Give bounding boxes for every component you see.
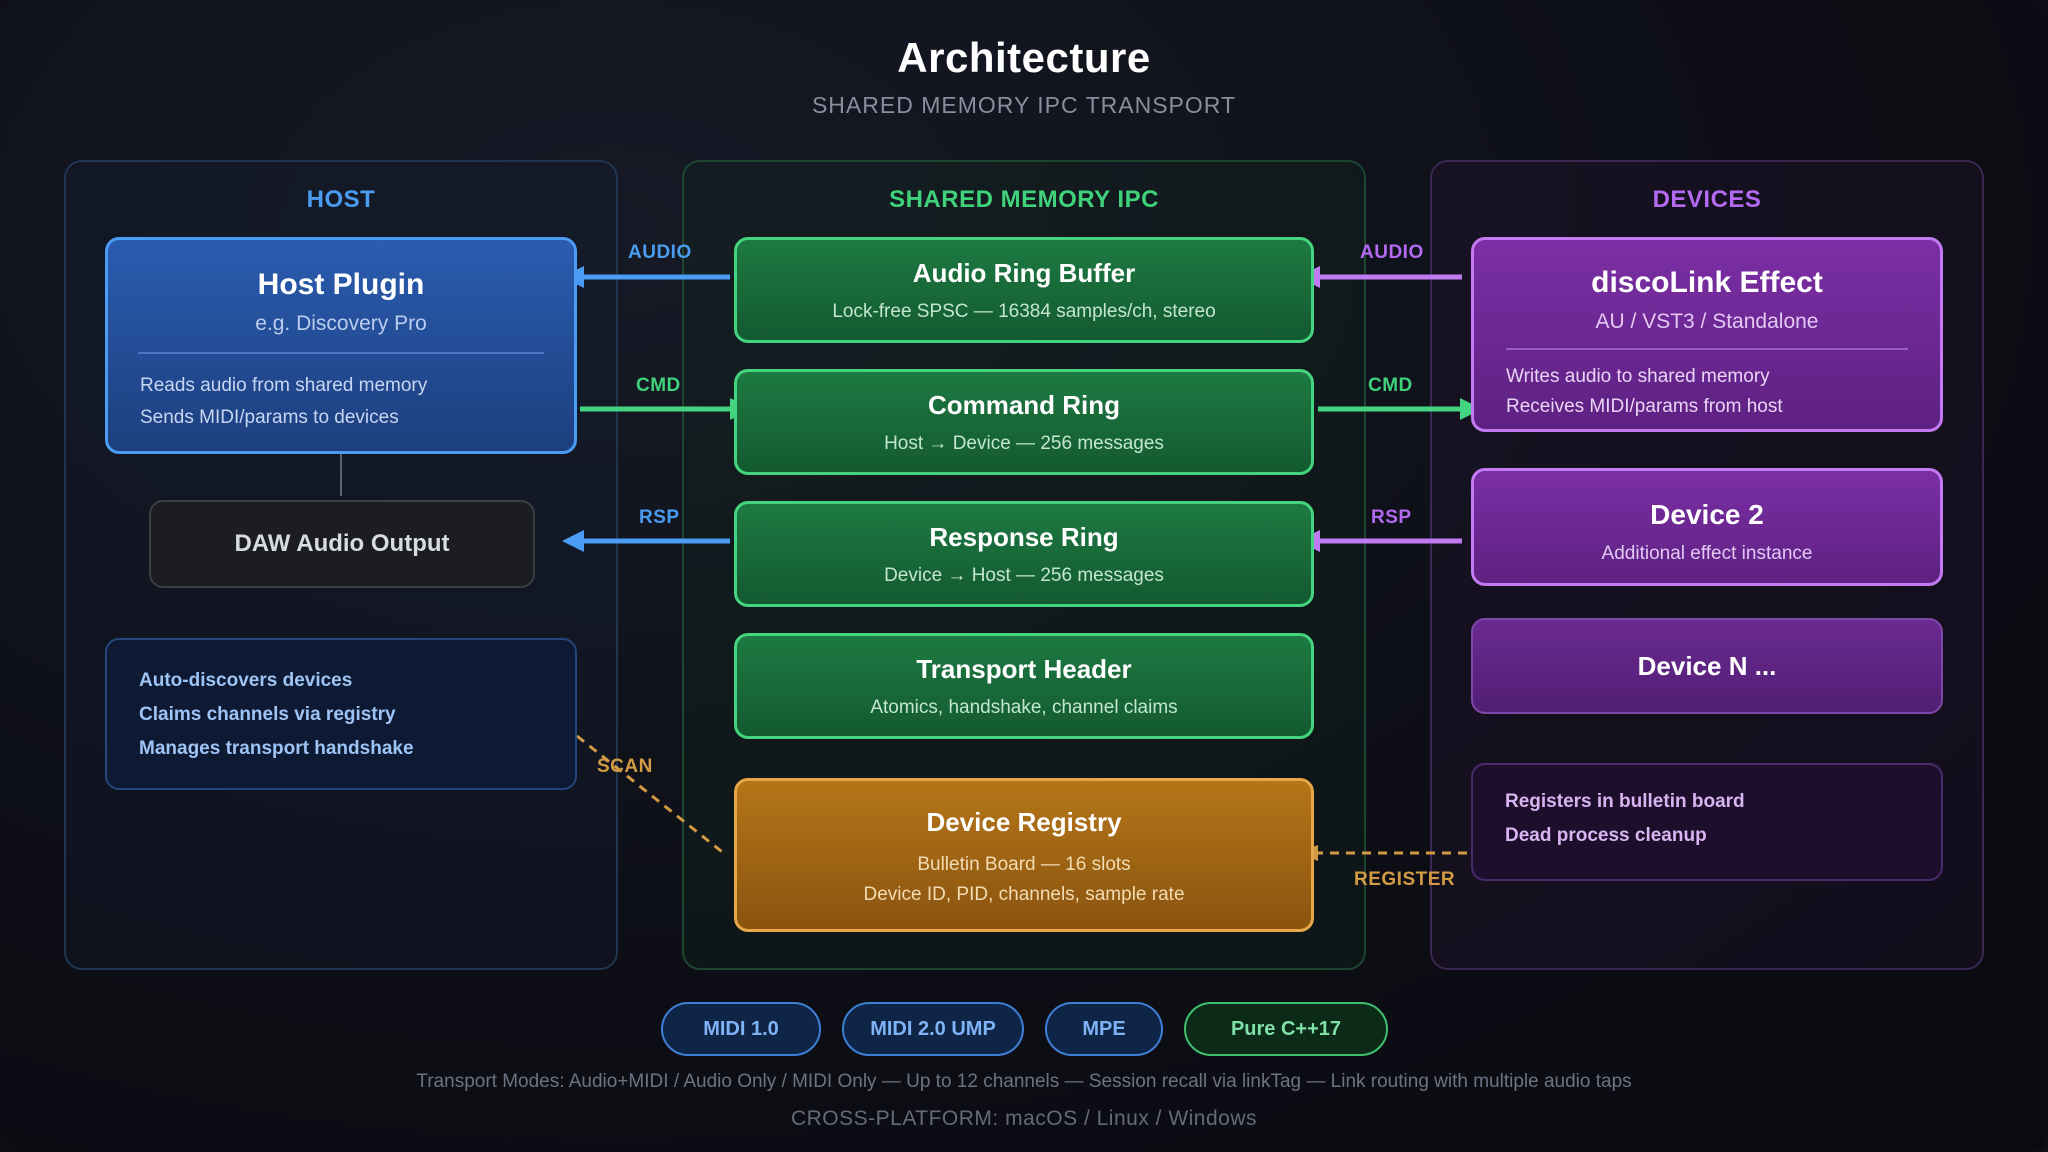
ring-subtitle: Host → Device — 256 messages [884, 433, 1164, 454]
device-2-subtitle: Additional effect instance [1601, 543, 1813, 564]
device-registry-box: Device Registry Bulletin Board — 16 slot… [734, 778, 1314, 932]
device-registry-line: Device ID, PID, channels, sample rate [863, 884, 1185, 905]
audio-ring-buffer-box: Audio Ring Buffer Lock-free SPSC — 16384… [734, 237, 1314, 343]
device-2-box: Device 2 Additional effect instance [1471, 468, 1943, 586]
discolink-effect-box: discoLink Effect AU / VST3 / Standalone … [1471, 237, 1943, 432]
scan-label: SCAN [597, 756, 653, 777]
host-info-item: Auto-discovers devices [139, 670, 353, 691]
host-plugin-line: Sends MIDI/params to devices [140, 407, 399, 428]
host-panel-title: HOST [306, 186, 376, 213]
discolink-effect-title: discoLink Effect [1591, 266, 1823, 299]
rsp-arrowhead-left [562, 530, 584, 552]
host-plugin-subtitle: e.g. Discovery Pro [255, 312, 427, 335]
discolink-line: Writes audio to shared memory [1506, 366, 1770, 387]
ring-title: Response Ring [929, 522, 1119, 552]
response-ring-box: Response Ring Device → Host — 256 messag… [734, 501, 1314, 607]
ring-subtitle: Device → Host — 256 messages [884, 565, 1164, 586]
command-ring-box: Command Ring Host → Device — 256 message… [734, 369, 1314, 475]
badge-pure-cpp17: Pure C++17 [1184, 1002, 1388, 1056]
discolink-divider [1506, 348, 1908, 350]
badge-mpe: MPE [1045, 1002, 1163, 1056]
host-to-daw-connector [340, 454, 342, 496]
host-info-item: Manages transport handshake [139, 738, 414, 759]
device-2-title: Device 2 [1650, 499, 1764, 530]
discolink-effect-subtitle: AU / VST3 / Standalone [1595, 310, 1819, 333]
ring-title: Transport Header [916, 654, 1132, 684]
host-plugin-line: Reads audio from shared memory [140, 375, 428, 396]
register-label: REGISTER [1354, 869, 1456, 890]
transport-header-box: Transport Header Atomics, handshake, cha… [734, 633, 1314, 739]
host-info-box: Auto-discovers devices Claims channels v… [105, 638, 577, 790]
ring-subtitle: Lock-free SPSC — 16384 samples/ch, stere… [832, 301, 1216, 322]
discolink-line: Receives MIDI/params from host [1506, 396, 1783, 417]
rsp-label-left: RSP [639, 507, 680, 528]
ring-title: Command Ring [927, 390, 1121, 420]
host-plugin-title: Host Plugin [257, 268, 425, 301]
devices-info-item: Registers in bulletin board [1505, 791, 1745, 812]
host-plugin-divider [138, 352, 544, 354]
cmd-label-left: CMD [636, 375, 681, 396]
rsp-label-right: RSP [1371, 507, 1412, 528]
devices-info-box: Registers in bulletin board Dead process… [1471, 763, 1943, 881]
page-title: Architecture [897, 34, 1151, 81]
ring-title: Audio Ring Buffer [912, 258, 1136, 288]
daw-audio-output-label: DAW Audio Output [234, 530, 450, 557]
ring-subtitle: Atomics, handshake, channel claims [870, 697, 1178, 718]
audio-label-left: AUDIO [628, 242, 692, 263]
shared-memory-panel-title: SHARED MEMORY IPC [889, 186, 1159, 213]
devices-panel-title: DEVICES [1652, 186, 1762, 213]
transport-modes-note: Transport Modes: Audio+MIDI / Audio Only… [416, 1071, 1632, 1092]
host-plugin-box: Host Plugin e.g. Discovery Pro Reads aud… [105, 237, 577, 454]
device-n-box: Device N ... [1471, 618, 1943, 714]
daw-audio-output-box: DAW Audio Output [149, 500, 535, 588]
devices-info-item: Dead process cleanup [1505, 825, 1707, 846]
device-n-title: Device N ... [1637, 651, 1777, 681]
badge-midi-2-ump: MIDI 2.0 UMP [842, 1002, 1024, 1056]
scan-arrow [576, 734, 727, 857]
audio-label-right: AUDIO [1360, 242, 1424, 263]
page-subtitle: SHARED MEMORY IPC TRANSPORT [811, 92, 1237, 118]
cmd-label-right: CMD [1368, 375, 1413, 396]
device-registry-title: Device Registry [926, 807, 1122, 837]
host-info-item: Claims channels via registry [139, 704, 396, 725]
badge-midi-1: MIDI 1.0 [661, 1002, 821, 1056]
cross-platform-note: CROSS-PLATFORM: macOS / Linux / Windows [790, 1107, 1258, 1130]
device-registry-line: Bulletin Board — 16 slots [917, 854, 1131, 875]
